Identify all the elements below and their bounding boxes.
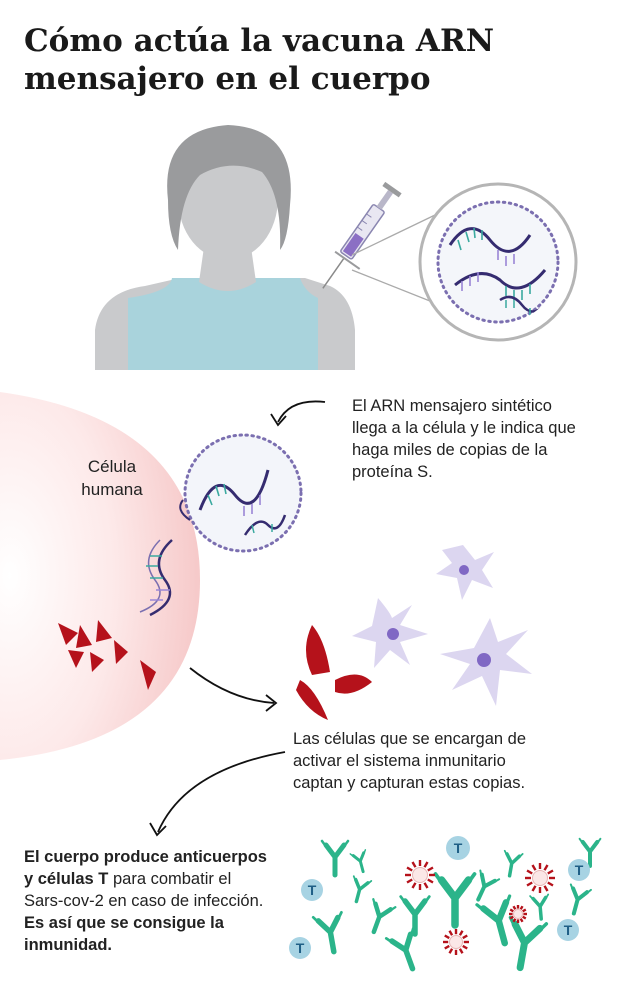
spike-protein-icon [296,625,372,720]
mrna-description: El ARN mensajero sintético llega a la cé… [352,395,622,483]
immunity-line-4: Es así que se consigue la [24,914,224,932]
virus-particle-icon [525,863,555,893]
t-cell-letter: T [308,882,317,898]
t-cell-icon: T [557,919,579,941]
human-cell [0,392,200,760]
lipid-nanoparticle [183,433,303,553]
spike-protein-copies [58,620,156,690]
antibody-icon [508,915,549,972]
capture-description-line-3: captan y capturan estas copias. [293,774,526,792]
capture-description-line-1: Las células que se encargan de [293,730,526,748]
capture-description-line-2: activar el sistema inmunitario [293,752,506,770]
antibody-icon [384,927,416,972]
t-cell-letter: T [564,922,573,938]
zoom-line-bottom [351,269,441,306]
immunity-line-1: El cuerpo produce anticuerpos [24,848,267,866]
t-cell-letter: T [575,862,584,878]
antibody-icon [475,894,512,947]
arrowhead-icon [270,413,287,427]
arrowhead-icon [265,694,278,712]
immunity-line-5: inmunidad. [24,936,112,954]
antibodies-and-tcells: T T T T T [289,836,602,972]
arrow-to-capture [189,667,275,704]
antibody-icon [569,883,592,916]
antibody-icon [352,875,373,904]
cell-label-line-2: humana [81,480,143,499]
page-title: Cómo actúa la vacuna ARN mensajero en el… [24,22,584,98]
cell-label-line-1: Célula [87,457,137,476]
title-line-1: Cómo actúa la vacuna ARN [24,23,495,59]
capture-description: Las células que se encargan de activar e… [293,728,593,794]
title-line-2: mensajero en el cuerpo [24,61,431,97]
antibody-icon [476,869,501,902]
mrna-description-line-2: llega a la célula y le indica que [352,419,576,437]
dendritic-cell-icon [440,618,532,706]
antibody-icon [433,872,477,929]
virus-particle-icon [443,929,469,955]
antibody-icon [311,910,343,955]
person-figure [95,125,355,370]
antibody-icon [578,837,602,869]
t-cell-icon: T [289,937,311,959]
virus-particle-icon [509,905,527,923]
immunity-line-2-bold: y células T [24,870,109,888]
antibody-icon [320,839,350,878]
arrow-to-immunity [157,751,286,833]
antibody-icon [371,898,397,935]
mrna-description-line-3: haga miles de copias de la [352,441,548,459]
mrna-strand-icon [448,227,532,266]
immunity-description: El cuerpo produce anticuerpos y células … [24,846,304,956]
t-cell-letter: T [296,940,305,956]
arrowhead-icon [149,822,167,837]
immunity-line-2: y células T para combatir el [24,868,304,890]
virus-particle-icon [405,860,435,890]
immunity-line-3: Sars-cov-2 en caso de infección. [24,892,264,910]
antibody-icon [503,849,524,878]
t-cell-icon: T [301,879,323,901]
immunity-line-2-rest: para combatir el [108,870,232,888]
antibody-icon [529,893,550,921]
syringe-icon [322,181,402,289]
mrna-description-line-4: proteína S. [352,463,433,481]
mrna-zoom-circle [418,182,578,342]
t-cell-icon: T [568,859,590,881]
antibody-icon [349,849,367,874]
dendritic-cell-icon [352,598,428,668]
arrow-to-cell [277,400,326,423]
dendritic-cell-icon [436,545,494,600]
cell-label: Célula humana [52,455,172,501]
zoom-line-top [351,214,436,256]
antibody-icon [399,895,431,937]
mrna-description-line-1: El ARN mensajero sintético [352,397,552,415]
t-cell-letter: T [454,840,463,856]
t-cell-icon: T [446,836,470,860]
mrna-strand-icon [139,499,191,617]
